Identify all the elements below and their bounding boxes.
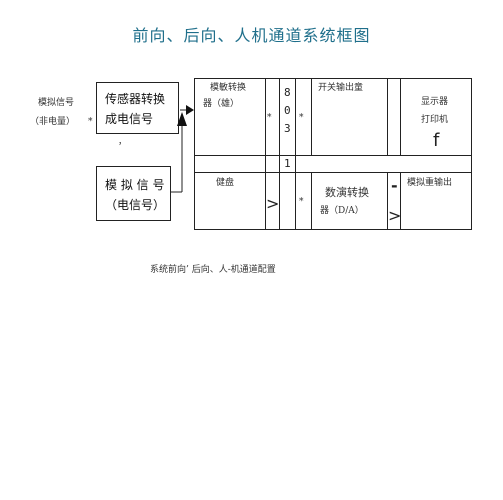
sensor-box: 传感器转换 成电信号 — [96, 82, 179, 134]
adc-label-1: 模敏转换 — [210, 83, 247, 93]
page-title: 前向、后向、人机通道系统框图 — [132, 26, 371, 45]
chip-digit-8: 8 — [284, 86, 291, 99]
dash-glyph: - — [391, 176, 398, 195]
analog-output-label: 模拟重输出 — [407, 178, 453, 188]
narrow-cell-top — [387, 78, 401, 156]
star-bottom: * — [299, 197, 304, 207]
switch-output-label: 开关输出童 — [318, 83, 364, 93]
input-star: * — [88, 117, 93, 127]
keyboard-label: 健盘 — [216, 178, 235, 188]
chip-digit-3: 3 — [284, 122, 291, 135]
tick-mark: ， — [118, 137, 128, 147]
dac-label-2: 器（D/A） — [320, 206, 364, 216]
arrow-glyph-left: > — [266, 194, 280, 213]
mid-chip-cell — [279, 155, 296, 173]
dac-cell — [311, 172, 388, 230]
arrow-head-up — [177, 112, 187, 126]
star-left: * — [267, 113, 272, 123]
chip-digit-1: 1 — [284, 157, 291, 170]
chip-digit-0: 0 — [284, 104, 291, 117]
star-right: * — [299, 113, 304, 123]
sensor-text-2: 成电信号 — [105, 112, 154, 126]
arrow-cell — [265, 172, 280, 230]
analog-out-cell — [400, 172, 472, 230]
dac-label-1: 数演转换 — [325, 186, 369, 199]
sensor-text-1: 传感器转换 — [105, 92, 166, 106]
display-cell — [400, 78, 472, 156]
f-glyph: f — [433, 130, 440, 151]
non-electric-label: （非电量） — [30, 117, 76, 127]
arrow-glyph-right: > — [388, 206, 402, 225]
adc-label-2: 器（雄） — [203, 99, 240, 109]
analog-signal-label: 模拟信号 — [38, 98, 75, 108]
printer-label: 打印机 — [421, 115, 449, 125]
caption: 系统前向’ 后向、人-机通道配置 — [150, 265, 276, 275]
analog-signal-box: 模 拟 信 号 （电信号） — [96, 166, 171, 221]
analog-text-1: 模 拟 信 号 — [105, 178, 165, 192]
mid-cell-1 — [194, 155, 266, 173]
analog-text-2: （电信号） — [105, 198, 166, 212]
arrow-head-right — [186, 105, 194, 115]
display-label: 显示器 — [421, 97, 449, 107]
